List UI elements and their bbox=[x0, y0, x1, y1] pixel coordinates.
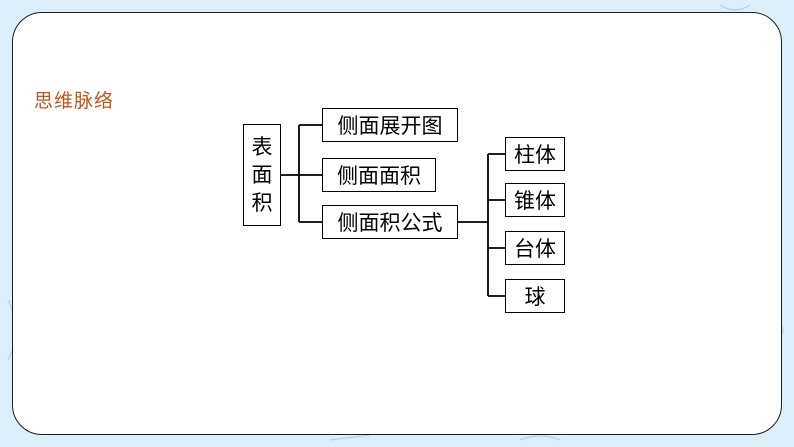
branch-node-lateral-formula: 侧面积公式 bbox=[322, 205, 458, 239]
branch-node-lateral-net: 侧面展开图 bbox=[322, 108, 458, 142]
root-char-2: 面 bbox=[251, 163, 273, 187]
leaf-node-frustum: 台体 bbox=[505, 231, 565, 265]
root-node-surface-area: 表 面 积 bbox=[243, 124, 281, 226]
root-char-1: 表 bbox=[251, 135, 273, 159]
leaf-node-pyramid: 锥体 bbox=[505, 183, 565, 217]
leaf-node-sphere: 球 bbox=[505, 279, 565, 313]
section-title: 思维脉络 bbox=[34, 90, 115, 112]
branch-node-lateral-area: 侧面面积 bbox=[322, 158, 436, 192]
leaf-node-prism: 柱体 bbox=[505, 137, 565, 171]
root-char-3: 积 bbox=[251, 191, 273, 215]
